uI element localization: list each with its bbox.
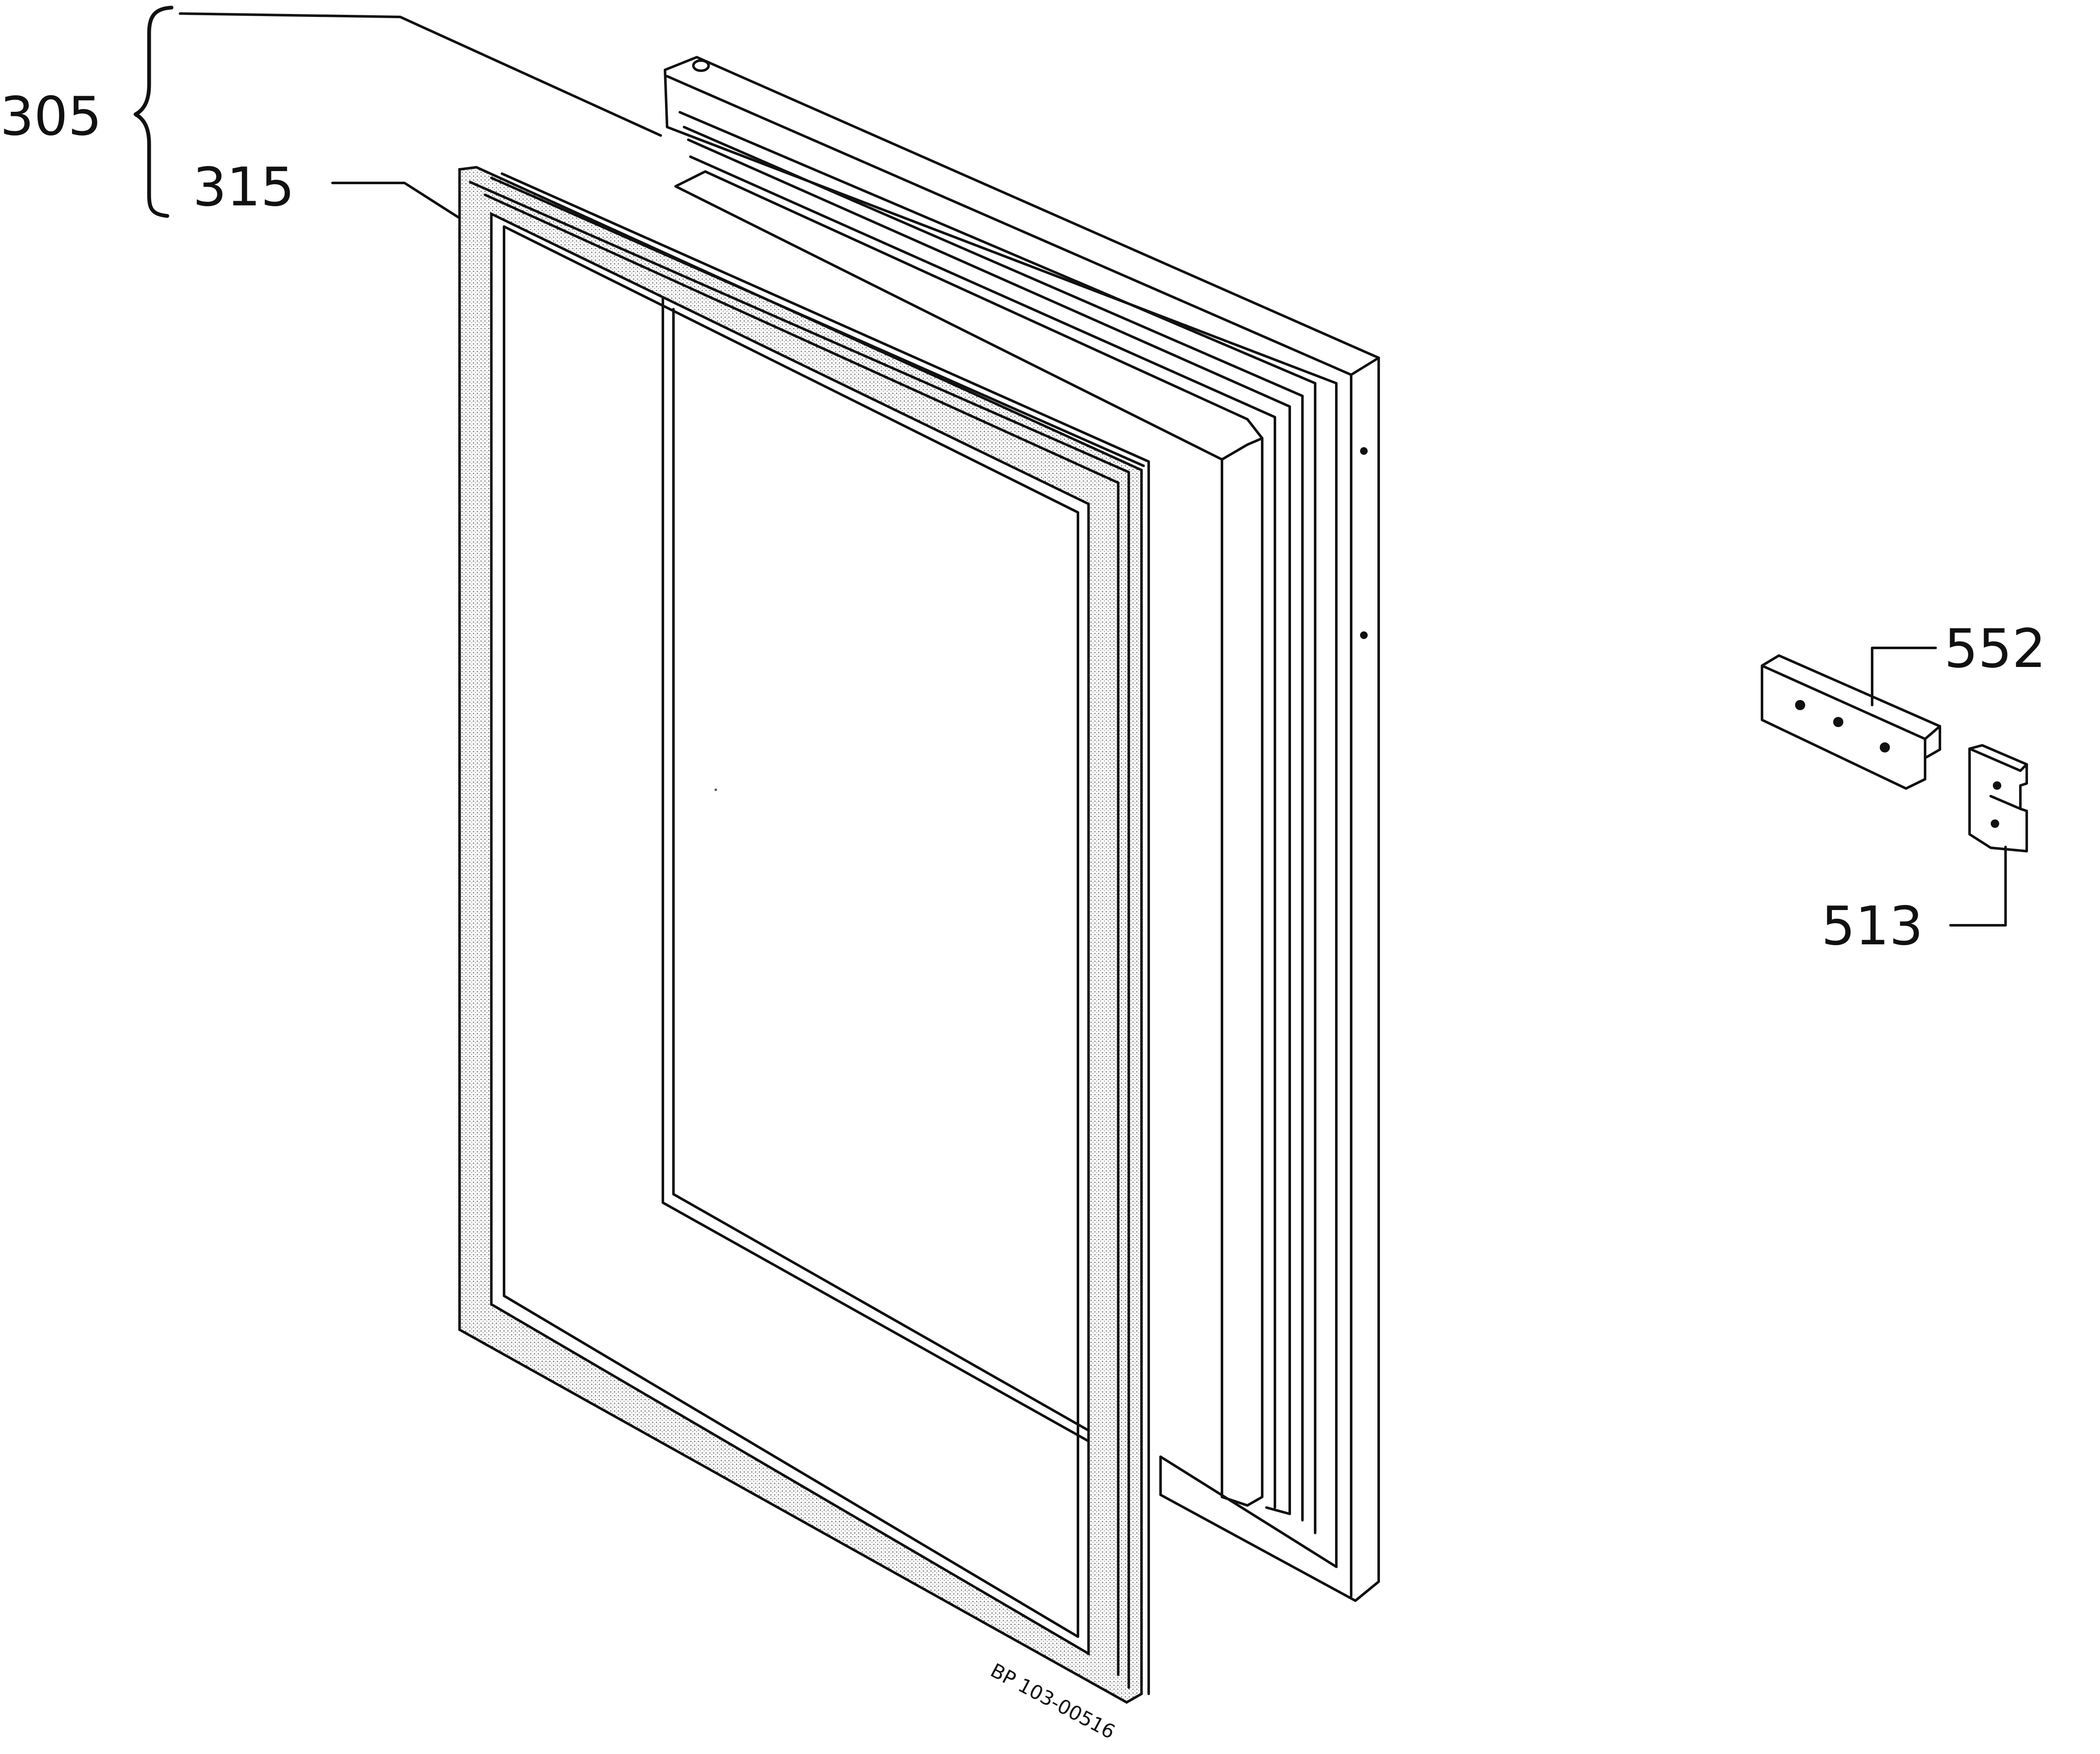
door-liner-step-2 bbox=[683, 126, 1304, 1522]
hinge-plate-hole-1 bbox=[1795, 700, 1805, 710]
callout-305-leader bbox=[179, 12, 662, 137]
hinge-plate-hole-2 bbox=[1833, 717, 1843, 727]
door-left-edge bbox=[662, 295, 1103, 1450]
gasket-bead-inner bbox=[503, 225, 1079, 1638]
callout-513-leader bbox=[1949, 846, 2007, 927]
callout-513-label: 513 bbox=[1821, 895, 1923, 957]
door-center-dot bbox=[715, 788, 717, 791]
hinge-plate-hole-3 bbox=[1880, 742, 1890, 753]
door-gasket bbox=[458, 166, 1150, 1704]
door-assembly bbox=[662, 56, 1380, 1602]
door-screw-upper bbox=[1360, 447, 1368, 455]
callout-315: 315 bbox=[193, 156, 461, 219]
callout-305-label: 305 bbox=[0, 85, 102, 147]
hinge-bracket-slot bbox=[1989, 795, 2022, 810]
door-left-inner-edge bbox=[672, 308, 1103, 1439]
hinge-plate-body bbox=[1761, 654, 1941, 790]
hinge-bracket-fold bbox=[1968, 747, 2028, 772]
hinge-bracket-hole-1 bbox=[1993, 781, 2001, 790]
door-liner-step-1 bbox=[679, 111, 1316, 1534]
gasket-rib-2 bbox=[501, 172, 1150, 1695]
hinge-plate-top-edge bbox=[1761, 664, 1941, 740]
gasket-stipple bbox=[458, 166, 1143, 1704]
hinge-plate-part bbox=[1761, 654, 1941, 790]
callout-552-leader bbox=[1871, 647, 1937, 706]
callout-305: 305 bbox=[0, 6, 662, 218]
hinge-bracket-hole-2 bbox=[1991, 819, 1999, 828]
hinge-bracket-part bbox=[1968, 744, 2028, 852]
door-screw-lower bbox=[1360, 631, 1368, 639]
door-hinge-hole bbox=[692, 59, 710, 72]
door-liner-step-4 bbox=[689, 155, 1276, 1509]
door-inner-panel-edge bbox=[1221, 437, 1263, 461]
callout-315-leader bbox=[331, 182, 461, 219]
callout-513: 513 bbox=[1821, 846, 2007, 957]
gasket-rib-1 bbox=[490, 177, 1145, 467]
callout-315-label: 315 bbox=[193, 156, 295, 218]
door-inner-panel bbox=[674, 170, 1263, 1507]
callout-552-label: 552 bbox=[1944, 617, 2046, 680]
gasket-bead-outer bbox=[469, 181, 1130, 1689]
gasket-bead-mid bbox=[484, 194, 1119, 1676]
callout-305-brace bbox=[133, 6, 174, 218]
door-liner-step-3 bbox=[687, 138, 1291, 1515]
callout-552: 552 bbox=[1871, 617, 2046, 706]
